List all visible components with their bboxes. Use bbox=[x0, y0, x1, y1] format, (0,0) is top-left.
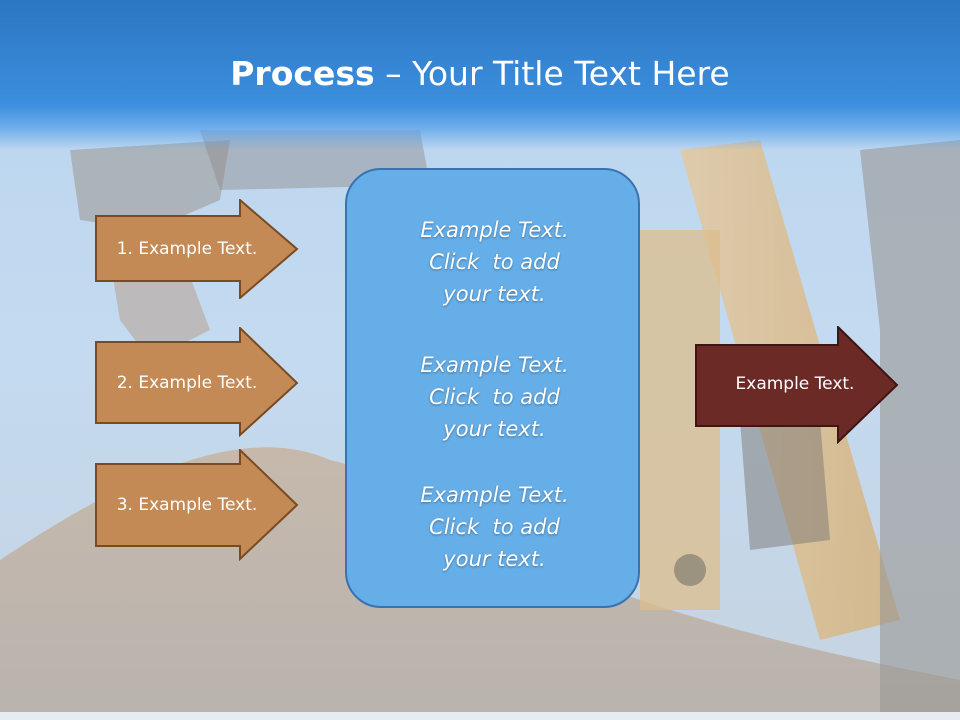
left-arrow-2[interactable]: 2. Example Text. bbox=[95, 327, 299, 437]
right-arrow-label: Example Text. bbox=[735, 374, 855, 394]
left-arrow-3[interactable]: 3. Example Text. bbox=[95, 449, 299, 561]
left-arrow-1[interactable]: 1. Example Text. bbox=[95, 199, 299, 299]
right-arrow[interactable]: Example Text. bbox=[695, 326, 899, 444]
title-bold: Process bbox=[230, 54, 375, 93]
center-text-block-1[interactable]: Example Text. Click to add your text. bbox=[347, 214, 642, 310]
text-line: your text. bbox=[443, 282, 546, 306]
center-text-box[interactable]: Example Text. Click to add your text. Ex… bbox=[345, 168, 640, 608]
arrow-shape-icon bbox=[95, 199, 299, 299]
text-line: Example Text. bbox=[420, 353, 569, 377]
left-arrow-1-label: 1. Example Text. bbox=[116, 239, 258, 259]
text-line: Example Text. bbox=[420, 483, 569, 507]
left-arrow-2-label: 2. Example Text. bbox=[116, 373, 258, 393]
text-line: Example Text. bbox=[420, 218, 569, 242]
text-line: your text. bbox=[443, 547, 546, 571]
text-line: Click to add bbox=[429, 515, 560, 539]
text-line: Click to add bbox=[429, 385, 560, 409]
arrow-shape-icon bbox=[695, 326, 899, 444]
arrow-shape-icon bbox=[95, 449, 299, 561]
text-line: your text. bbox=[443, 417, 546, 441]
center-text-block-2[interactable]: Example Text. Click to add your text. bbox=[347, 349, 642, 445]
left-arrow-3-label: 3. Example Text. bbox=[116, 495, 258, 515]
title-rest: – Your Title Text Here bbox=[374, 54, 730, 93]
title-bar bbox=[0, 0, 960, 150]
bottom-border bbox=[0, 712, 960, 720]
slide-title[interactable]: Process – Your Title Text Here bbox=[0, 52, 960, 96]
text-line: Click to add bbox=[429, 250, 560, 274]
arrow-shape-icon bbox=[95, 327, 299, 437]
center-text-block-3[interactable]: Example Text. Click to add your text. bbox=[347, 479, 642, 575]
